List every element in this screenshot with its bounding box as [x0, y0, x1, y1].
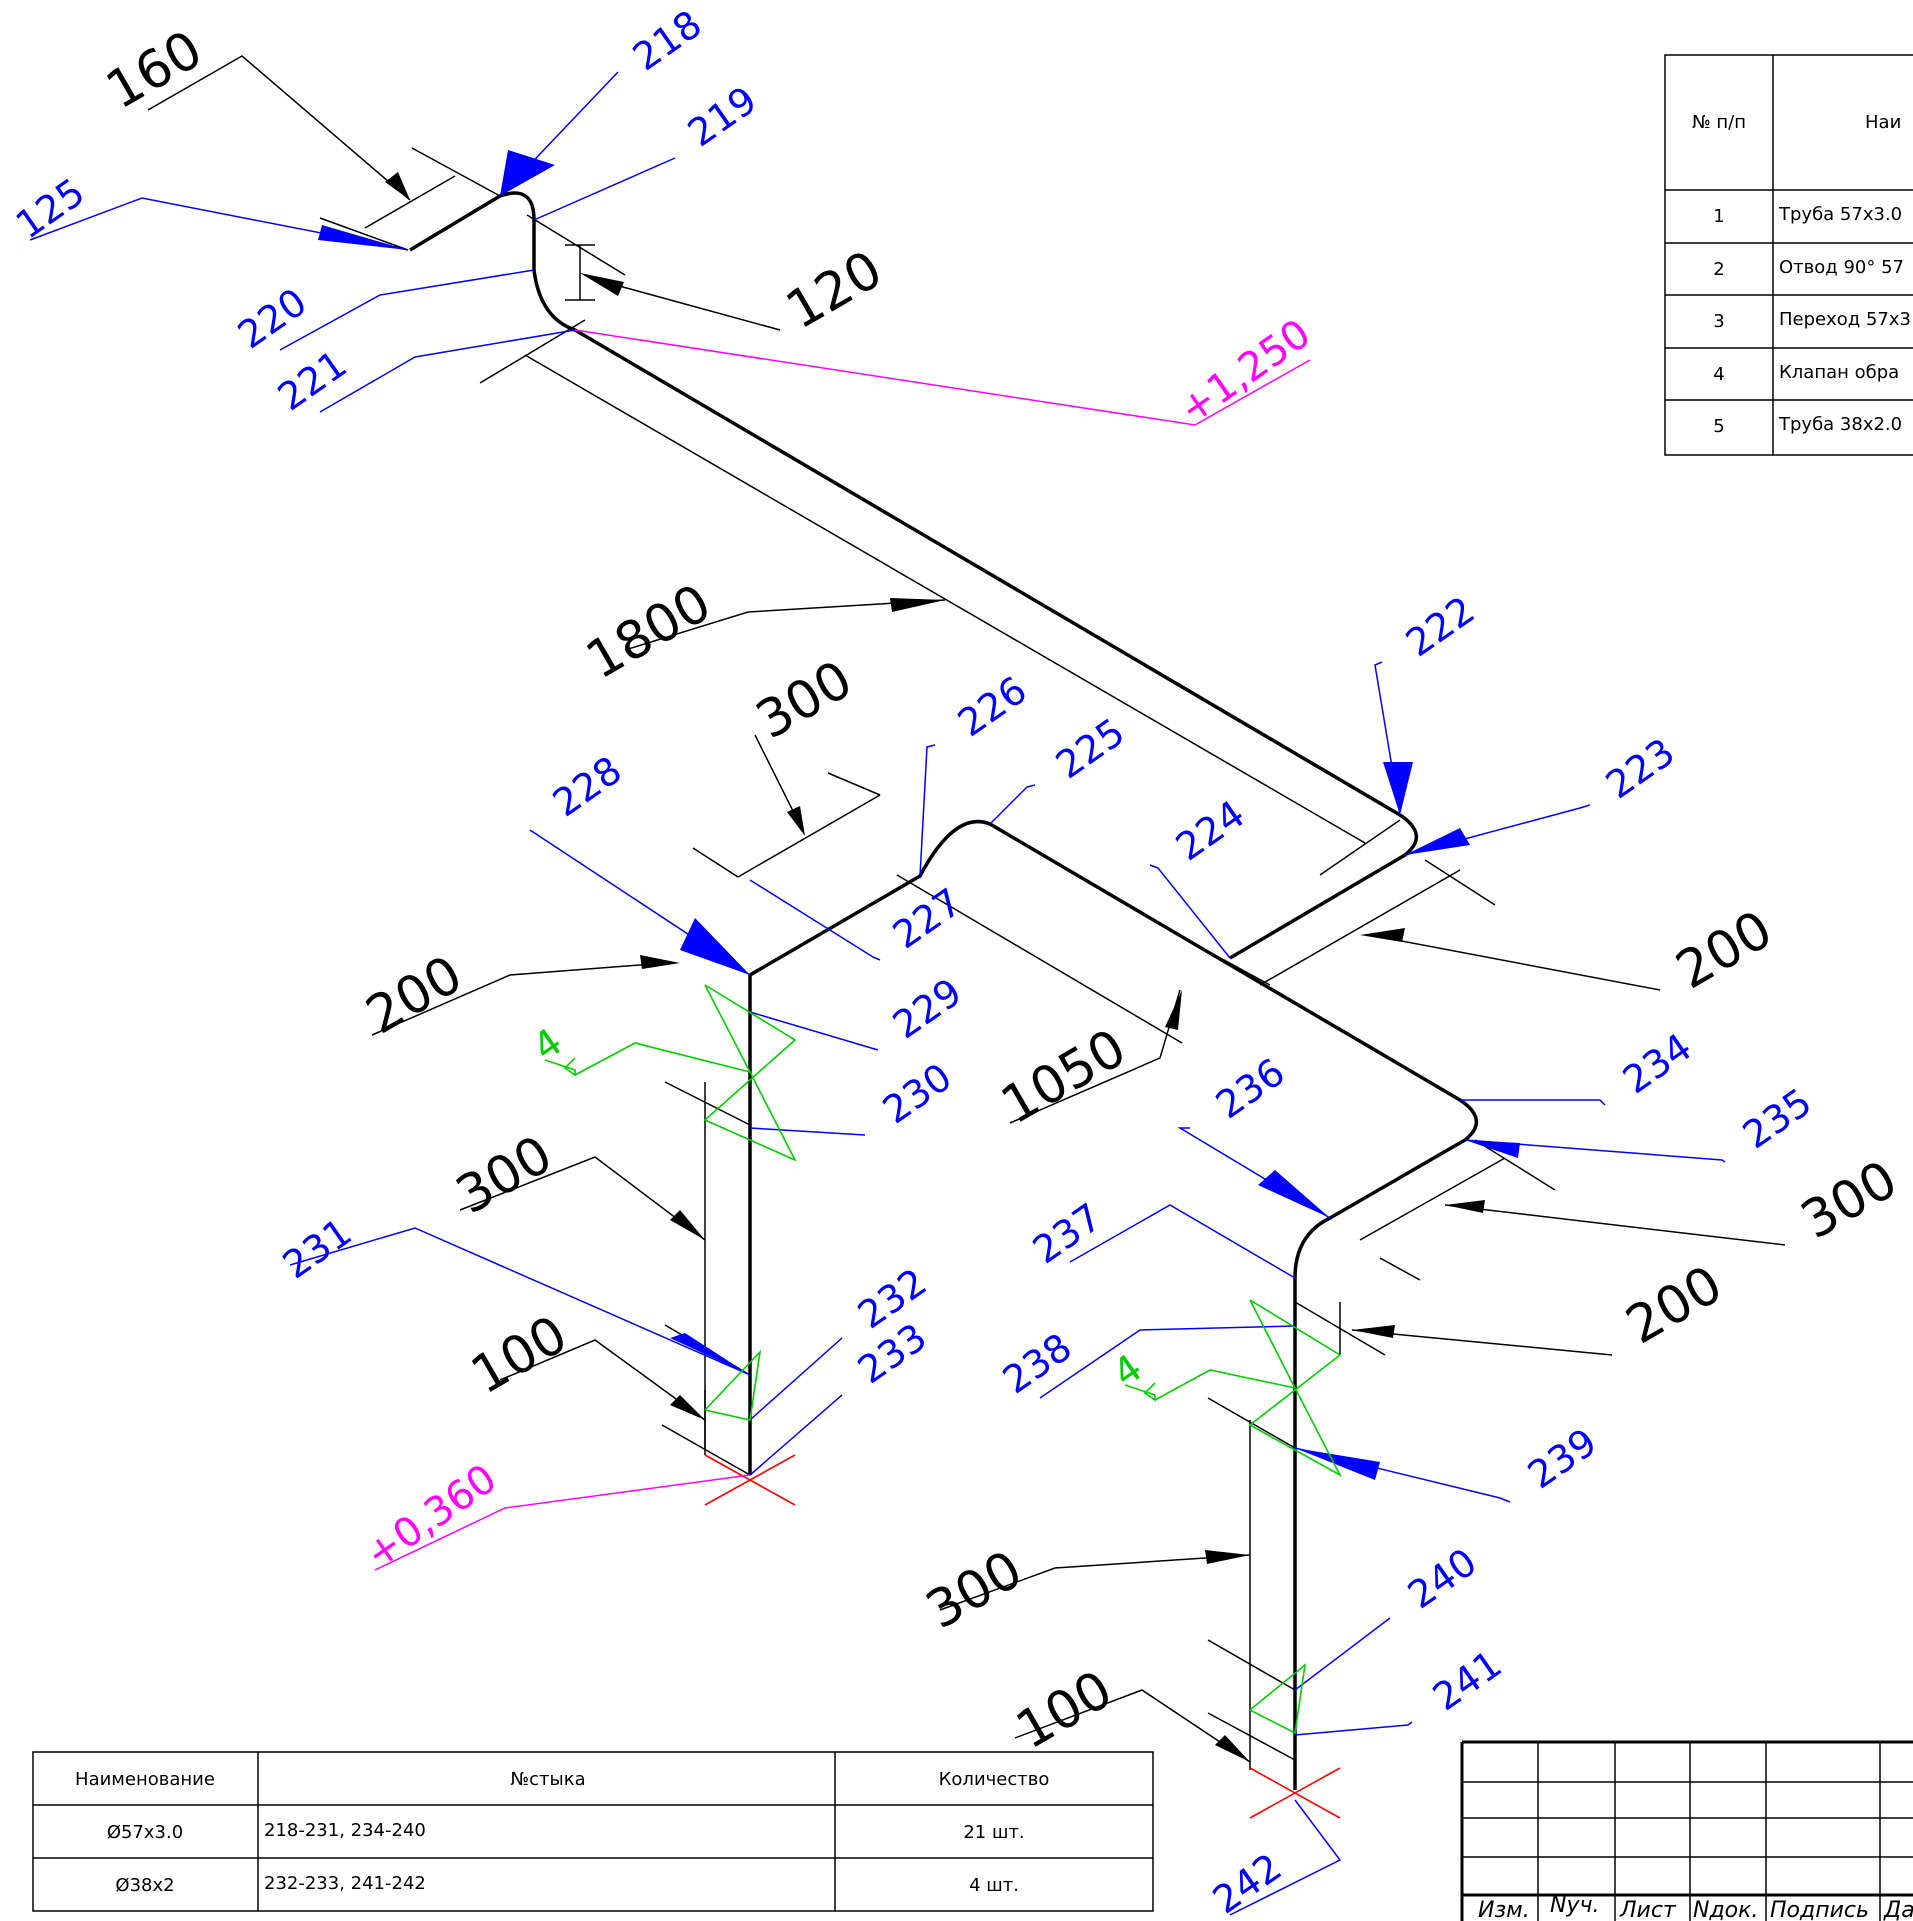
- joints-row-2-name: Ø38х2: [115, 1875, 174, 1896]
- spec-col-num-header: № п/п: [1692, 112, 1746, 133]
- elevation-top: +1,250: [1171, 311, 1319, 434]
- dim-1050: 1050: [992, 1018, 1137, 1136]
- weld-242: 242: [1205, 1845, 1290, 1921]
- weld-233: 233: [850, 1315, 935, 1393]
- spec-row-1-name: Труба 57х3.0: [1778, 204, 1902, 225]
- weld-218: 218: [625, 2, 710, 80]
- tb-ndok: Nдок.: [1693, 1898, 1758, 1921]
- tb-data: Да: [1883, 1898, 1913, 1921]
- weld-220: 220: [230, 280, 315, 358]
- dim-200-right: 200: [1667, 900, 1783, 1002]
- spec-row-5-name: Труба 38х2.0: [1778, 414, 1902, 435]
- spec-row-1-num: 1: [1713, 206, 1724, 227]
- dim-1800: 1800: [577, 573, 722, 691]
- weld-125: 125: [8, 170, 93, 248]
- weld-219: 219: [680, 78, 765, 156]
- valve-label-left: 4: [525, 1019, 570, 1069]
- dimension-lines: [319, 147, 1556, 1770]
- spec-row-4-num: 4: [1713, 364, 1724, 385]
- check-valve-left: [544, 984, 797, 1421]
- title-block-labels: Изм. Nуч. Лист Nдок. Подпись Да: [1478, 1893, 1913, 1921]
- dim-300-right: 300: [1792, 1150, 1908, 1252]
- pipe-route: [409, 191, 1478, 1790]
- weld-223: 223: [1598, 730, 1683, 808]
- weld-235: 235: [1735, 1080, 1820, 1158]
- dim-200-left: 200: [357, 945, 473, 1047]
- joints-header-joint: №стыка: [510, 1769, 585, 1790]
- spec-col-name-header: Наи: [1865, 112, 1901, 133]
- weld-236: 236: [1208, 1050, 1293, 1128]
- dim-200-lower: 200: [1617, 1255, 1733, 1357]
- spec-row-2-num: 2: [1713, 259, 1724, 280]
- dim-100-left: 100: [462, 1305, 578, 1407]
- weld-238: 238: [995, 1325, 1080, 1403]
- tb-izm: Изм.: [1478, 1898, 1530, 1921]
- weld-226: 226: [950, 668, 1035, 746]
- joints-row-1-joint: 218-231, 234-240: [264, 1820, 426, 1841]
- spec-row-3-num: 3: [1713, 311, 1724, 332]
- pipe-upper-segment: [409, 191, 1418, 960]
- tb-list: Лист: [1619, 1898, 1677, 1921]
- weld-arrowheads: [318, 150, 1520, 1480]
- spec-row-2-name: Отвод 90° 57: [1779, 257, 1904, 278]
- weld-239: 239: [1520, 1420, 1605, 1498]
- weld-225: 225: [1048, 710, 1133, 788]
- weld-234: 234: [1615, 1025, 1700, 1103]
- support-right-b: [1249, 1767, 1341, 1819]
- spec-table: № п/п Наи 1 Труба 57х3.0 2 Отвод 90° 57 …: [1664, 54, 1913, 456]
- dim-300-top: 300: [747, 650, 863, 752]
- tb-nuch: Nуч.: [1550, 1893, 1599, 1918]
- dimension-texts: 160 120 1800 300 200 200 1050 300 300 10…: [97, 20, 1908, 1762]
- check-valve-right: [1124, 1299, 1342, 1735]
- pipe-middle-segment: [749, 819, 1478, 1755]
- weld-227: 227: [885, 880, 970, 958]
- pipe-supports: [704, 1454, 1341, 1819]
- spec-row-5-num: 5: [1713, 416, 1724, 437]
- dimension-arrowheads: [385, 172, 1485, 1762]
- weld-240: 240: [1400, 1540, 1485, 1618]
- valve-label-right: 4: [1105, 1345, 1150, 1395]
- weld-leaders: [29, 71, 1726, 1916]
- joints-row-2-qty: 4 шт.: [969, 1875, 1019, 1896]
- dim-100-lower: 100: [1007, 1660, 1123, 1762]
- weld-229: 229: [885, 970, 970, 1048]
- weld-222: 222: [1398, 588, 1483, 666]
- joints-row-1-qty: 21 шт.: [963, 1822, 1024, 1843]
- weld-224: 224: [1168, 792, 1253, 870]
- joints-row-2-joint: 232-233, 241-242: [264, 1873, 426, 1894]
- joints-row-1-name: Ø57х3.0: [107, 1822, 183, 1843]
- spec-row-3-name: Переход 57х3: [1779, 309, 1911, 330]
- weld-241: 241: [1425, 1642, 1510, 1720]
- weld-230: 230: [875, 1055, 960, 1133]
- dimension-leaders: [147, 55, 1786, 1763]
- weld-228: 228: [545, 748, 630, 826]
- weld-231: 231: [275, 1210, 360, 1288]
- tb-podpis: Подпись: [1770, 1898, 1869, 1921]
- weld-237: 237: [1025, 1195, 1110, 1273]
- spec-row-4-name: Клапан обра: [1779, 362, 1899, 383]
- weld-labels: 125 218 219 220 221 222 223 224 225 226 …: [8, 2, 1820, 1921]
- joints-table: Наименование №стыка Количество Ø57х3.0 2…: [32, 1751, 1154, 1912]
- support-left-b: [704, 1454, 796, 1506]
- dim-300-left: 300: [447, 1125, 563, 1227]
- dim-300-lower: 300: [917, 1540, 1033, 1642]
- joints-header-name: Наименование: [75, 1769, 215, 1790]
- weld-221: 221: [270, 342, 355, 420]
- dim-120: 120: [777, 240, 893, 342]
- joints-header-qty: Количество: [939, 1769, 1050, 1790]
- title-block: [1460, 1740, 1913, 1921]
- elevation-bottom: +0,360: [357, 1456, 505, 1579]
- elevation-marks: [374, 329, 1311, 1571]
